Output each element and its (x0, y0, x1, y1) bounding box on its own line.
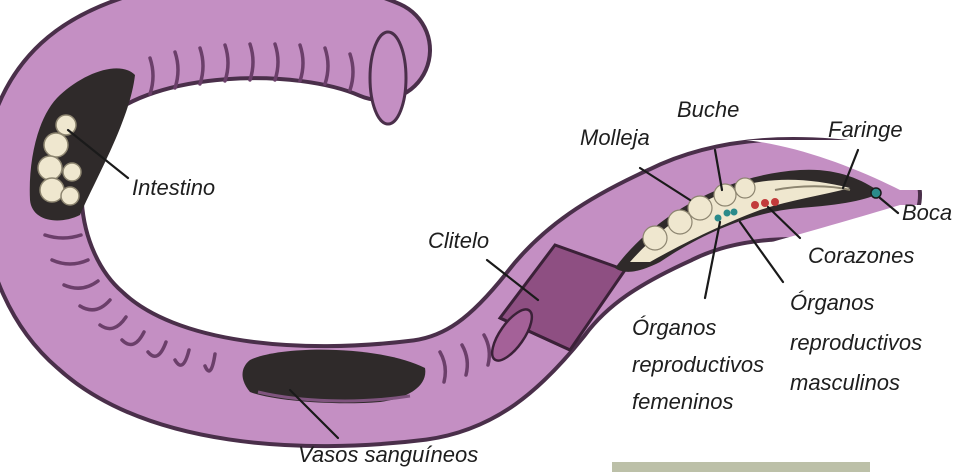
label-vasos-sanguineos: Vasos sanguíneos (298, 442, 478, 467)
label-organos-femeninos: Órganos reproductivos femeninos (632, 315, 770, 414)
label-clitelo: Clitelo (428, 228, 489, 253)
label-organos-masculinos: Órganos reproductivos masculinos (790, 290, 928, 395)
label-boca: Boca (902, 200, 952, 225)
label-intestino: Intestino (132, 175, 215, 200)
label-faringe: Faringe (828, 117, 903, 142)
label-corazones: Corazones (808, 243, 914, 268)
label-molleja: Molleja (580, 125, 650, 150)
mouth (871, 188, 881, 198)
label-buche: Buche (677, 97, 739, 122)
bottom-bar (612, 462, 870, 472)
